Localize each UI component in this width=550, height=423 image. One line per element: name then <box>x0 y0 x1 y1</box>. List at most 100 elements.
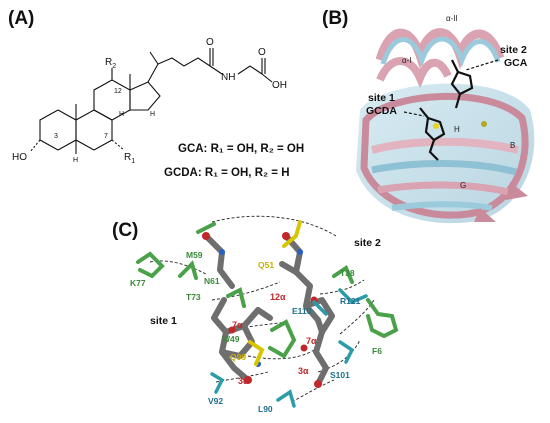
residue-s101-sticks <box>338 340 355 364</box>
gca-formula: GCA: R₁ = OH, R₂ = OH <box>178 143 304 155</box>
methyl-c21 <box>149 51 159 65</box>
site2-label: site 2 <box>500 44 527 56</box>
residue-t73-sticks <box>178 260 198 280</box>
panel-b-label: (B) <box>322 8 348 29</box>
residue-t73-label: T73 <box>186 292 201 302</box>
residue-r121-sticks <box>338 288 368 305</box>
helix-alpha-i <box>376 57 452 89</box>
ring-b <box>75 109 113 151</box>
site1-ligand-label: GCDA <box>366 105 397 117</box>
ring-d <box>129 81 161 111</box>
panel-a-label: (A) <box>8 8 34 29</box>
bond-acid-oh <box>261 73 273 83</box>
r2-label: R2 <box>105 57 116 70</box>
helix-alpha-ii-blue <box>380 36 501 68</box>
h8-label: H <box>119 111 124 118</box>
strand-1 <box>370 137 519 154</box>
alpha-3-site2-label: 3α <box>298 366 309 376</box>
residue-k77-label: K77 <box>130 278 146 288</box>
strand-arrow-1 <box>506 182 528 200</box>
residue-t38-sticks <box>332 265 354 284</box>
residue-m59-sticks <box>196 222 216 234</box>
residue-s101-label: S101 <box>330 370 350 380</box>
teal-residues <box>210 288 368 408</box>
strand-2 <box>371 160 517 176</box>
residue-f6-label: F6 <box>372 346 382 356</box>
panel-b: (B) <box>322 8 535 224</box>
site2-c-label: site 2 <box>354 237 381 249</box>
alpha-7-site1-label: 7α <box>232 320 243 330</box>
yellow-residues <box>248 220 302 366</box>
pos12-label: 12 <box>114 88 122 95</box>
residue-w49-label: W49 <box>222 334 240 344</box>
helix-alpha-i-label: α-I <box>402 56 412 65</box>
ligand-gcda <box>419 107 446 161</box>
helix-alpha-ii-label: α-II <box>446 14 458 23</box>
gcda-formula: GCDA: R₁ = OH, R₂ = H <box>164 167 290 179</box>
bond-c3-oh <box>29 139 41 153</box>
amide-o-label: O <box>206 37 214 48</box>
strand-3 <box>377 181 509 196</box>
site1-arrow <box>403 111 425 117</box>
residue-q99-sticks <box>248 340 265 366</box>
oxygen-atoms <box>202 232 322 388</box>
strand-b-label: B <box>510 141 515 150</box>
strand-4 <box>391 201 493 211</box>
ring-c <box>93 79 131 121</box>
residue-l90-sticks <box>276 389 296 408</box>
protein-ribbon <box>356 28 535 224</box>
strand-g-label: G <box>460 181 466 190</box>
strand-h-label: H <box>454 125 460 134</box>
site2-ligand-label: GCA <box>504 57 528 69</box>
residue-k77-sticks <box>136 251 165 279</box>
glycine-chain <box>237 65 263 75</box>
panel-a: (A) <box>8 8 304 179</box>
site1-c-label: site 1 <box>150 315 177 327</box>
alpha-12-label: 12α <box>270 292 286 302</box>
green-residues <box>136 222 399 359</box>
bile-acid-structure <box>29 48 273 154</box>
residue-q51-sticks <box>282 220 302 248</box>
ring-a <box>39 109 77 151</box>
residue-n61-sticks <box>226 287 246 308</box>
ligand-highlight-2 <box>481 121 487 127</box>
alpha-3-site1-label: 3α <box>238 376 249 386</box>
helix-alpha-ii-pink <box>375 28 505 70</box>
barrel-body-pink <box>360 93 529 219</box>
side-chain <box>147 57 211 83</box>
r1-label: R1 <box>124 152 135 165</box>
residue-v92-sticks <box>210 372 225 394</box>
acid-o-label: O <box>258 47 266 58</box>
panel-c-label: (C) <box>112 220 138 241</box>
residue-q99-label: Q99 <box>230 352 246 362</box>
oh-label: OH <box>272 80 287 91</box>
panel-c: (C) <box>112 215 399 414</box>
h14-label: H <box>150 111 155 118</box>
alpha-7-site2-label: 7α <box>306 336 317 346</box>
site1-label: site 1 <box>368 92 395 104</box>
ho-label: HO <box>12 152 27 163</box>
residue-t38-label: T38 <box>340 268 355 278</box>
h5-label: H <box>73 157 78 164</box>
residue-e110-sticks <box>312 300 328 316</box>
ligand-highlight <box>433 123 439 129</box>
pos3-label: 3 <box>54 133 58 140</box>
site2-arrow <box>465 59 499 71</box>
residue-n61-label: N61 <box>204 276 220 286</box>
residue-w49-sticks <box>268 319 297 359</box>
residue-e110-label: E110 <box>292 306 312 316</box>
residue-q51-label: Q51 <box>258 260 274 270</box>
residue-v92-label: V92 <box>208 396 223 406</box>
strand-arrow-2 <box>474 208 496 222</box>
residue-r121-label: R121 <box>340 296 361 306</box>
pos7-label: 7 <box>104 133 108 140</box>
residue-f6-sticks <box>366 298 399 339</box>
ligand-gca <box>450 59 474 109</box>
bond-c24-n <box>209 65 223 75</box>
nh-label: NH <box>221 72 235 83</box>
residue-l90-label: L90 <box>258 404 273 414</box>
residue-m59-label: M59 <box>186 250 203 260</box>
bond-c7-r1 <box>111 139 125 151</box>
site1-ligand <box>203 233 273 383</box>
